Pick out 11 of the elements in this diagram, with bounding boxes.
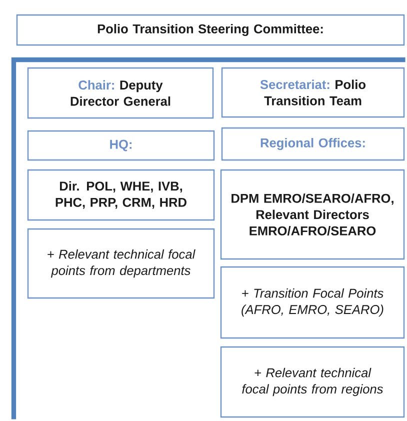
role-box: Chair: Deputy Director General <box>27 67 214 119</box>
heading-box: Regional Offices: <box>221 127 405 161</box>
heading-box: HQ: <box>27 130 215 161</box>
text-box: Dir. POL, WHE, IVB, PHC, PRP, CRM, HRD <box>27 169 215 221</box>
text-box: + Relevant technical focal points from regions <box>220 346 405 418</box>
text-box: + Relevant technical focal points from departments <box>27 228 215 299</box>
text-box: Polio Transition Steering Committee: <box>16 14 405 46</box>
text-box: + Transition Focal Points (AFRO, EMRO, SEARO) <box>220 266 405 339</box>
frame <box>11 57 406 420</box>
text-box: DPM EMRO/SEARO/AFRO, Relevant Directors EMRO/AFRO/SEARO <box>220 169 405 260</box>
role-box: Secretariat: Polio Transition Team <box>221 67 405 118</box>
